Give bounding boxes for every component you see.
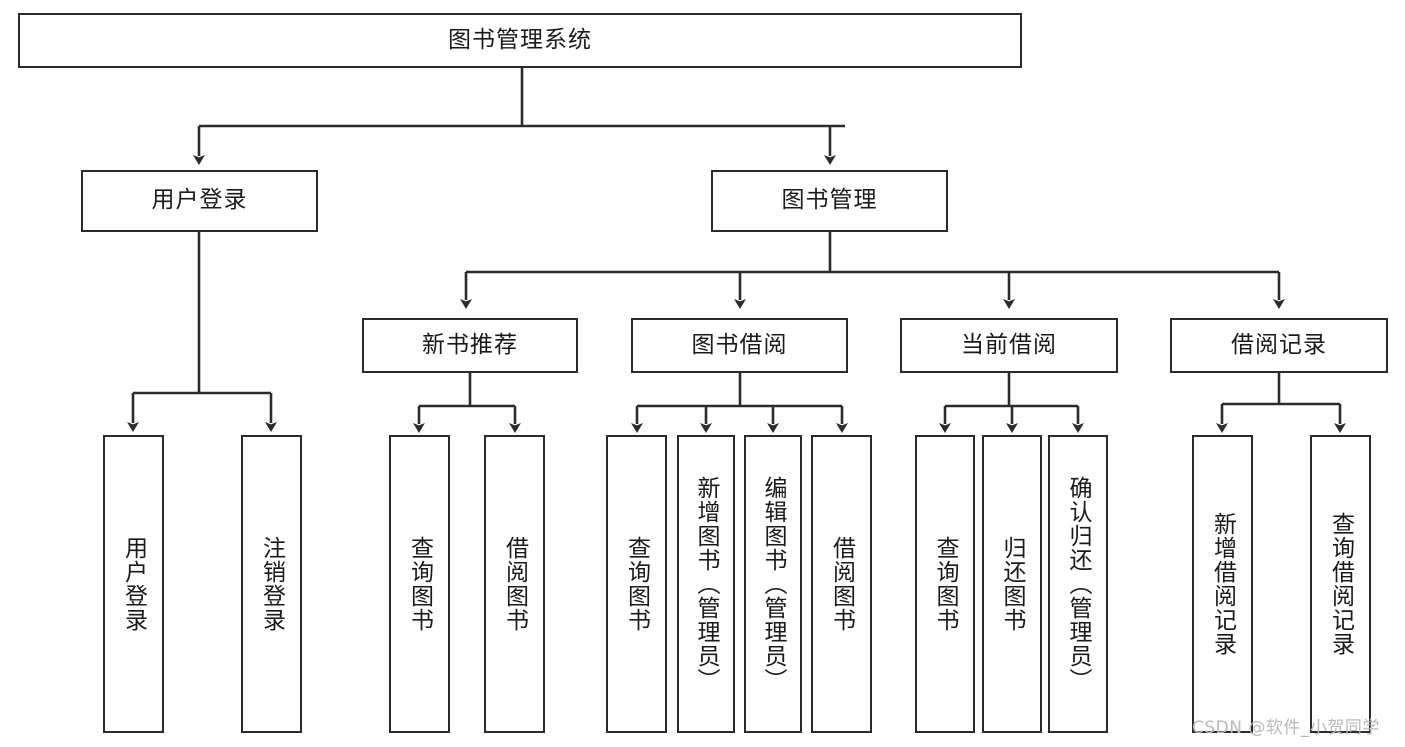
node-user-login[interactable]: 用户登录 bbox=[81, 170, 318, 232]
node-leaf-query-book-3-label: 查询图书 bbox=[932, 536, 959, 632]
edge-group-current-borrow bbox=[939, 373, 1084, 433]
node-leaf-borrow-book-2[interactable]: 借阅图书 bbox=[811, 435, 872, 733]
node-borrow-record[interactable]: 借阅记录 bbox=[1170, 318, 1388, 373]
node-leaf-confirm-return-label: 确认归还（管理员） bbox=[1065, 476, 1092, 692]
edge-group-borrow-record bbox=[1216, 373, 1346, 433]
node-leaf-return-book-label: 归还图书 bbox=[999, 536, 1026, 632]
node-leaf-borrow-book-1[interactable]: 借阅图书 bbox=[484, 435, 545, 733]
node-leaf-query-book-2-label: 查询图书 bbox=[623, 536, 650, 632]
node-leaf-add-book[interactable]: 新增图书（管理员） bbox=[677, 435, 735, 733]
node-book-borrow-label: 图书借阅 bbox=[691, 331, 788, 358]
node-leaf-add-book-label: 新增图书（管理员） bbox=[693, 476, 720, 692]
node-book-manage-label: 图书管理 bbox=[781, 187, 878, 214]
node-leaf-query-book-3[interactable]: 查询图书 bbox=[915, 435, 975, 733]
node-leaf-query-book-2[interactable]: 查询图书 bbox=[606, 435, 667, 733]
edge-group-book-manage bbox=[460, 232, 1285, 309]
node-leaf-edit-book-label: 编辑图书（管理员） bbox=[760, 476, 787, 692]
node-new-book-rec-label: 新书推荐 bbox=[422, 331, 518, 358]
node-new-book-rec[interactable]: 新书推荐 bbox=[362, 318, 578, 373]
edge-group-user-login bbox=[127, 232, 277, 432]
node-leaf-add-record-label: 新增借阅记录 bbox=[1209, 512, 1236, 656]
node-leaf-borrow-book-2-label: 借阅图书 bbox=[828, 536, 855, 632]
edge-group-new-book-rec bbox=[413, 373, 521, 433]
edge-group-book-borrow bbox=[631, 373, 848, 433]
node-leaf-borrow-book-1-label: 借阅图书 bbox=[501, 536, 528, 632]
node-book-manage[interactable]: 图书管理 bbox=[711, 170, 948, 232]
node-leaf-confirm-return[interactable]: 确认归还（管理员） bbox=[1048, 435, 1108, 733]
node-root-label: 图书管理系统 bbox=[448, 26, 592, 53]
node-leaf-query-record-label: 查询借阅记录 bbox=[1327, 512, 1354, 656]
edge-group-root bbox=[193, 68, 845, 165]
node-current-borrow[interactable]: 当前借阅 bbox=[900, 318, 1118, 373]
node-leaf-return-book[interactable]: 归还图书 bbox=[982, 435, 1042, 733]
node-leaf-logout-login-label: 注销登录 bbox=[258, 536, 285, 632]
node-book-borrow[interactable]: 图书借阅 bbox=[631, 318, 848, 373]
csdn-watermark: CSDN @软件_小贺同学 bbox=[1192, 718, 1380, 738]
node-leaf-edit-book[interactable]: 编辑图书（管理员） bbox=[744, 435, 802, 733]
node-leaf-query-book-1[interactable]: 查询图书 bbox=[389, 435, 450, 733]
node-leaf-query-record[interactable]: 查询借阅记录 bbox=[1310, 435, 1371, 733]
node-root[interactable]: 图书管理系统 bbox=[18, 13, 1022, 68]
node-leaf-add-record[interactable]: 新增借阅记录 bbox=[1192, 435, 1253, 733]
node-leaf-user-login[interactable]: 用户登录 bbox=[103, 435, 164, 733]
node-borrow-record-label: 借阅记录 bbox=[1231, 331, 1327, 358]
node-current-borrow-label: 当前借阅 bbox=[961, 331, 1057, 358]
node-user-login-label: 用户登录 bbox=[151, 187, 248, 214]
node-leaf-query-book-1-label: 查询图书 bbox=[406, 536, 433, 632]
node-leaf-logout-login[interactable]: 注销登录 bbox=[241, 435, 302, 733]
node-leaf-user-login-label: 用户登录 bbox=[120, 536, 147, 632]
